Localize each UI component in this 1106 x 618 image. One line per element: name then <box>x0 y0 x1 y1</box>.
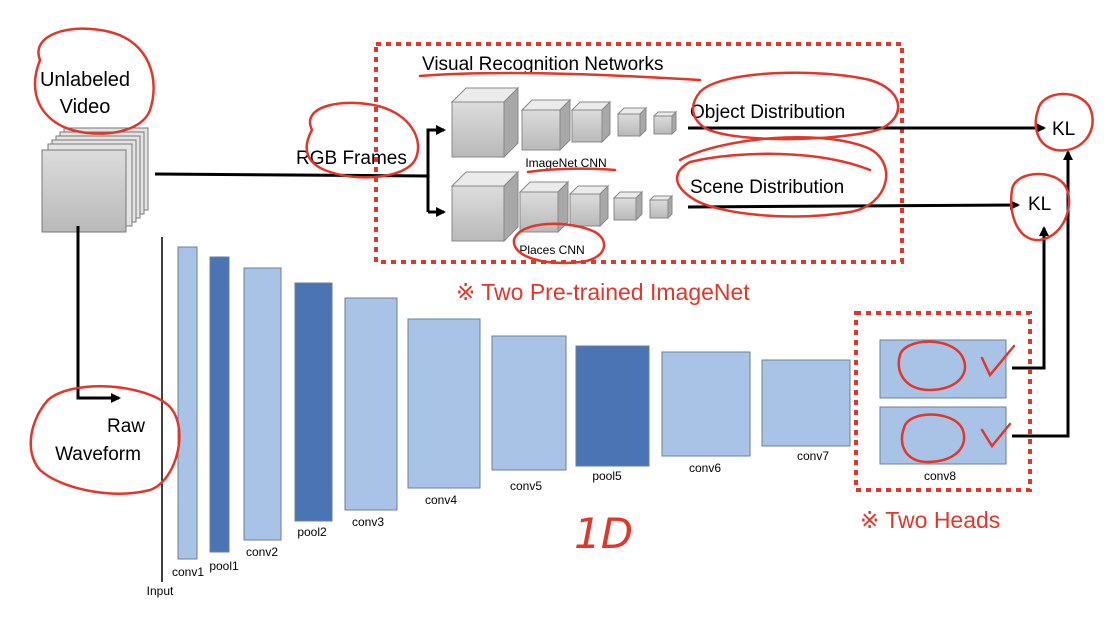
conv3-label: conv3 <box>352 515 384 529</box>
conv4-block <box>407 318 481 489</box>
conv8-label: conv8 <box>924 469 956 483</box>
circle-object-distribution <box>691 71 900 141</box>
conv7-label: conv7 <box>797 449 829 463</box>
two-heads-annotation: ※ Two Heads <box>860 507 1000 533</box>
unlabeled-label: Unlabeled <box>40 69 130 91</box>
head2-to-kl-line <box>1012 156 1070 438</box>
conv3-block <box>344 297 398 511</box>
circle-kl-bottom <box>1009 172 1071 242</box>
object-distribution-label: Object Distribution <box>690 102 845 123</box>
two-heads-dashed-box <box>854 311 1032 492</box>
rgb-branch-line <box>426 128 441 212</box>
places-cnn-cubes <box>450 170 674 243</box>
vision-dashed-box <box>374 42 904 264</box>
conv6-block <box>661 351 751 457</box>
two-imagenet-annotation: ※ Two Pre-trained ImageNet <box>456 279 750 305</box>
kl-bottom-label: KL <box>1028 194 1051 215</box>
video-frames-stack <box>41 127 149 233</box>
video-label: Video <box>60 96 111 118</box>
pool5-label: pool5 <box>592 469 622 483</box>
circle-unlabeled-video <box>33 27 155 135</box>
circle-kl-top <box>1034 92 1094 152</box>
raw-label: Raw <box>107 416 145 437</box>
waveform-line <box>76 226 116 400</box>
one-d-annotation: 1D <box>574 509 633 558</box>
waveform-label: Waveform <box>55 444 141 465</box>
conv2-block <box>243 267 282 541</box>
input-layer-label: Input <box>147 584 174 598</box>
circle-rgb-frames <box>305 101 420 179</box>
imagenet-cnn-cubes <box>450 86 678 159</box>
scene-distribution-label: Scene Distribution <box>690 177 844 198</box>
underline-title <box>418 71 702 82</box>
kl-top-label: KL <box>1052 119 1075 140</box>
underline-imagenet-cnn <box>526 167 617 174</box>
circle-scene-distribution <box>675 135 888 218</box>
imagenet-cnn-label: ImageNet CNN <box>525 156 606 170</box>
check-head1 <box>980 344 1016 378</box>
conv5-block <box>491 335 567 471</box>
conv1-block <box>177 246 198 560</box>
conv4-label: conv4 <box>425 493 457 507</box>
check-head2 <box>980 422 1012 449</box>
rgb-frames-label: RGB Frames <box>296 148 407 169</box>
pool1-block <box>209 256 230 553</box>
conv7-block <box>761 359 851 447</box>
pool2-block <box>294 282 333 522</box>
head1-to-kl-line <box>1012 230 1046 370</box>
circle-raw-waveform <box>29 385 181 495</box>
conv1-label: conv1 <box>172 565 204 579</box>
circle-head2 <box>900 413 966 464</box>
scene-to-kl-arrow <box>687 200 1020 211</box>
conv6-label: conv6 <box>689 461 721 475</box>
circle-places-cnn <box>512 222 606 265</box>
pool5-block <box>575 345 650 467</box>
pool1-label: pool1 <box>209 559 239 573</box>
conv2-label: conv2 <box>246 545 278 559</box>
pool2-label: pool2 <box>297 525 327 539</box>
handwritten-annotations <box>29 27 1094 495</box>
circle-head1 <box>897 340 967 392</box>
places-cnn-label: Places CNN <box>519 243 584 257</box>
vision-title: Visual Recognition Networks <box>422 54 664 75</box>
conv5-label: conv5 <box>510 479 542 493</box>
